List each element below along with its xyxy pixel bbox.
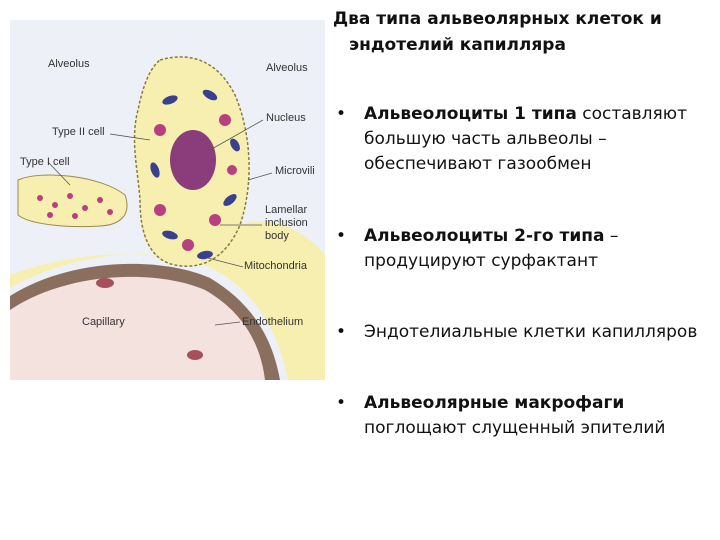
bullet-dot: • (336, 322, 347, 342)
label-mitochondria: Mitochondria (244, 260, 307, 272)
bullet-text: поглощают слущенный эпителий (364, 418, 666, 438)
bullet-bold: Альвеолоциты 2-го типа (364, 226, 605, 246)
label-alveolus-right: Alveolus (266, 62, 308, 74)
bullet-text: – продуцируют сурфактант (364, 226, 619, 271)
bullet-dot: • (336, 226, 347, 246)
nucleus-shape (170, 130, 216, 190)
bullet-dot: • (336, 393, 347, 413)
endothelium-layer (10, 263, 280, 380)
slide-title: Два типа альвеолярных клеток и эндотелий… (333, 6, 713, 58)
lamellar-bodies (154, 114, 237, 251)
bullet-list: • Альвеолоциты 1 типа составляют большую… (336, 102, 716, 441)
label-nucleus: Nucleus (266, 112, 306, 124)
label-endothelium: Endothelium (242, 316, 304, 328)
label-type1-cell: Type I cell (20, 156, 70, 168)
bullet-item: • Альвеолоциты 2-го типа – продуцируют с… (336, 224, 716, 274)
capillary-cells (96, 278, 203, 360)
label-type2-cell: Type II cell (52, 126, 105, 138)
type1-cell (17, 174, 128, 228)
title-line-2: эндотелий капилляра (349, 35, 566, 55)
bullet-text: Эндотелиальные клетки капилляров (364, 322, 698, 342)
bullet-item: • Альвеолярные макрофаги поглощают слуще… (336, 391, 716, 441)
bullet-item: • Эндотелиальные клетки капилляров (336, 320, 716, 345)
label-microvilli: Microvili (275, 165, 315, 177)
label-alveolus-left: Alveolus (48, 58, 90, 70)
type1-granules (37, 193, 113, 219)
label-lamellar-body: Lamellar inclusion body (265, 204, 308, 242)
bullet-text: составляют большую часть альвеолы – обес… (364, 104, 687, 174)
diagram-illustration (10, 20, 325, 380)
bullet-dot: • (336, 104, 347, 124)
bullet-bold: Альвеолярные макрофаги (364, 393, 625, 413)
alveolar-cell-diagram: Alveolus Alveolus Type II cell Type I ce… (10, 20, 325, 380)
mitochondria-shapes (150, 89, 240, 260)
leader-lines (47, 119, 273, 326)
title-line-1: Два типа альвеолярных клеток и (333, 9, 662, 29)
bullet-item: • Альвеолоциты 1 типа составляют большую… (336, 102, 716, 177)
interstitium (10, 221, 325, 380)
bullet-bold: Альвеолоциты 1 типа (364, 104, 577, 124)
label-capillary: Capillary (82, 316, 125, 328)
